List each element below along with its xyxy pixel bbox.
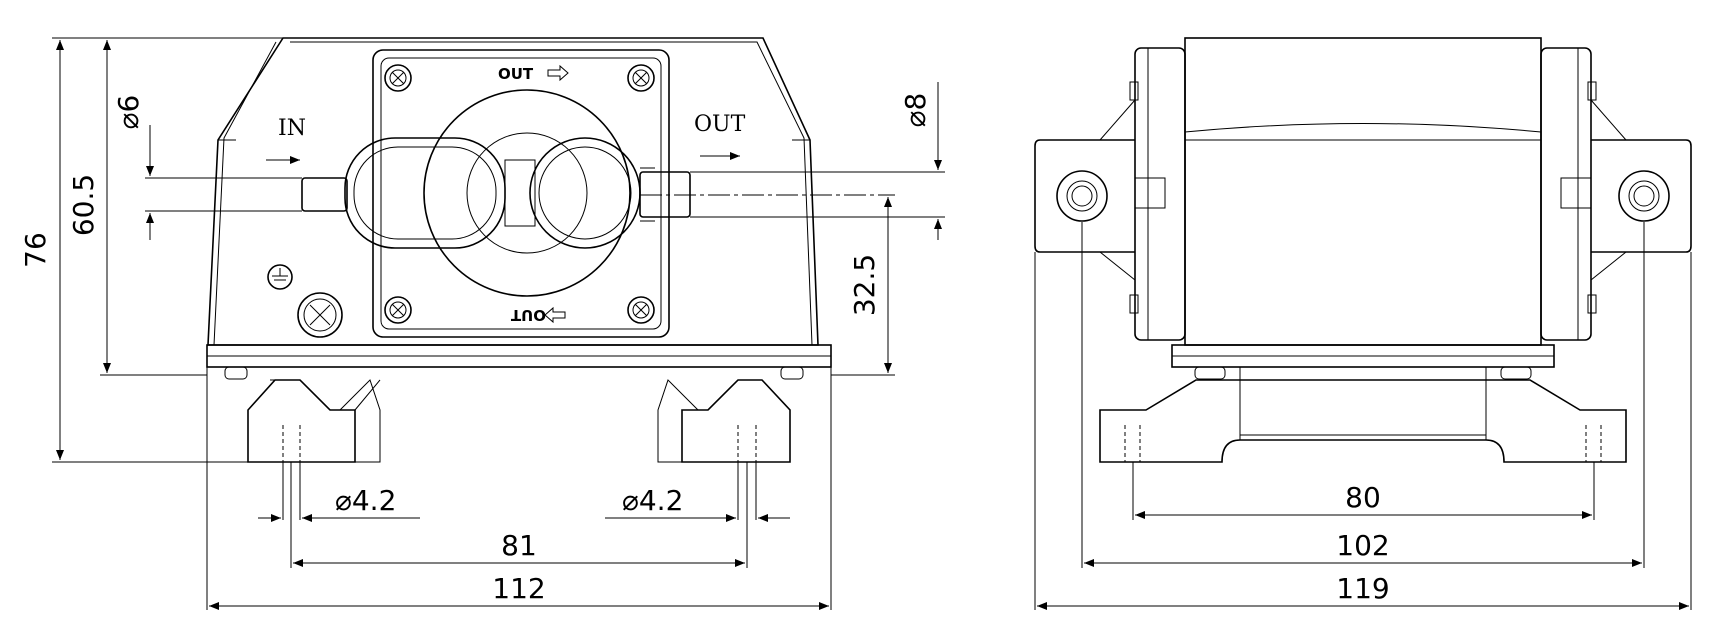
front-plate	[372, 49, 670, 338]
svg-text:⌀4.2: ⌀4.2	[335, 484, 396, 517]
dim-outlet-height-value: 32.5	[848, 254, 881, 316]
dim-hole-dia-left: ⌀4.2	[335, 484, 396, 517]
dim-hole-spacing-value: 81	[501, 529, 537, 562]
screw-top-left	[384, 64, 412, 92]
screw-top-right	[627, 64, 655, 92]
motor-body	[1184, 37, 1542, 346]
dim-body-width-value: 102	[1336, 529, 1389, 562]
screw-bottom-left	[384, 296, 412, 324]
foot-left	[247, 379, 381, 463]
bracket-left	[1034, 139, 1166, 253]
dim-overall-width-value: 112	[492, 572, 545, 605]
dim-body-height-value: 60.5	[67, 174, 100, 236]
plate-top-label: OUT	[498, 65, 534, 83]
foot-right	[657, 379, 791, 463]
screw-bottom-right	[627, 296, 655, 324]
dim-side-overall-width-value: 119	[1336, 572, 1389, 605]
dim-overall-height-value: 76	[19, 232, 52, 268]
dim-hole-dia-right: ⌀4.2	[622, 484, 683, 517]
svg-text:⌀8: ⌀8	[899, 93, 932, 128]
svg-text:⌀4.2: ⌀4.2	[622, 484, 683, 517]
dim-inlet-dia: ⌀6	[112, 95, 145, 130]
side-base	[1099, 367, 1627, 463]
ground-screw	[297, 292, 343, 338]
dim-outlet-dia: ⌀8	[899, 93, 932, 128]
end-cap-left	[1099, 47, 1186, 341]
out-label: OUT	[694, 112, 746, 137]
ground-icon	[267, 264, 293, 290]
bracket-right	[1560, 139, 1692, 253]
in-label: IN	[278, 116, 306, 141]
dim-mount-spacing-value: 80	[1345, 481, 1381, 514]
port-body	[344, 137, 641, 249]
housing-outline	[207, 37, 819, 346]
front-view: OUT OUT	[19, 37, 945, 610]
diaphragm-circle	[423, 89, 631, 297]
side-view: 80 102 119	[1034, 37, 1692, 610]
plate-bottom-label: OUT	[510, 306, 546, 324]
inlet-pipe	[301, 177, 348, 212]
svg-text:⌀6: ⌀6	[112, 95, 145, 130]
end-cap-right	[1540, 47, 1627, 341]
